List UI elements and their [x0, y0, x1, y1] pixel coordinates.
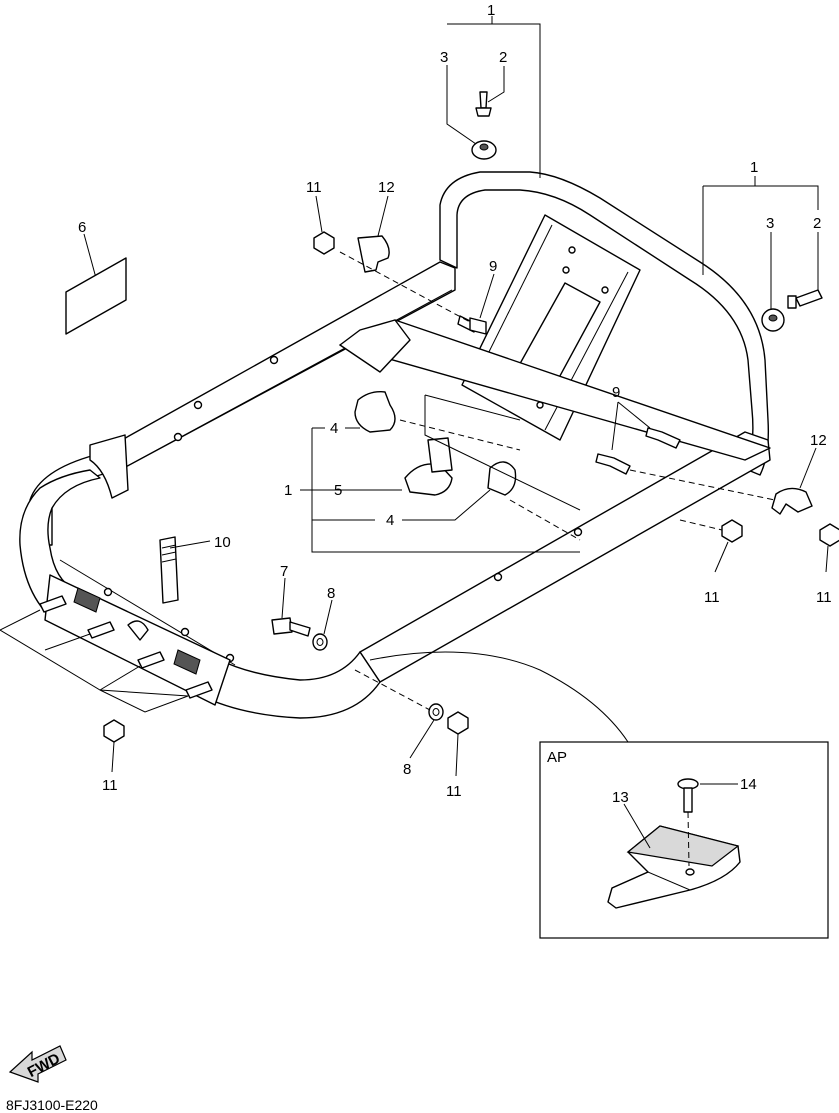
- fwd-arrow-icon: [8, 1045, 67, 1083]
- callout-5: 5: [334, 482, 342, 499]
- leader-lines: [0, 16, 829, 777]
- callout-9-top: 9: [489, 258, 497, 275]
- callout-4-upper: 4: [330, 420, 338, 437]
- inset-label: AP: [547, 749, 567, 766]
- callout-7: 7: [280, 563, 288, 580]
- fasteners: [39, 91, 839, 743]
- callout-1-top: 1: [487, 2, 495, 19]
- callout-3-top: 3: [440, 49, 448, 66]
- callout-11-top-left: 11: [306, 179, 322, 196]
- callout-labels: 1 2 3 1 2 3 6 11 12 9 9 4 1 5 4 12 10 7 …: [6, 2, 832, 1113]
- callout-1-left: 1: [284, 482, 292, 499]
- callout-11-bottom-left: 11: [102, 777, 118, 794]
- hose-clamps: [354, 390, 517, 496]
- callout-8-upper: 8: [327, 585, 335, 602]
- callout-6: 6: [78, 219, 86, 236]
- callout-11-right-a: 11: [704, 589, 720, 606]
- carrier-frame: [19, 171, 771, 719]
- inset-ap: [539, 741, 829, 939]
- callout-11-lower: 11: [446, 783, 462, 800]
- callout-2-right: 2: [813, 215, 821, 232]
- callout-3-right: 3: [766, 215, 774, 232]
- callout-13: 13: [612, 789, 629, 806]
- label-sticker: [65, 257, 127, 335]
- callout-2-top: 2: [499, 49, 507, 66]
- callout-11-right-b: 11: [816, 589, 832, 606]
- callout-14: 14: [740, 776, 757, 793]
- callout-12-right: 12: [810, 432, 827, 449]
- callout-1-right: 1: [750, 159, 758, 176]
- callout-4-lower: 4: [386, 512, 394, 529]
- callout-12-top: 12: [378, 179, 395, 196]
- callout-9-right: 9: [612, 384, 620, 401]
- callout-8-lower: 8: [403, 761, 411, 778]
- callout-10: 10: [214, 534, 231, 551]
- document-code: 8FJ3100-E220: [6, 1097, 98, 1113]
